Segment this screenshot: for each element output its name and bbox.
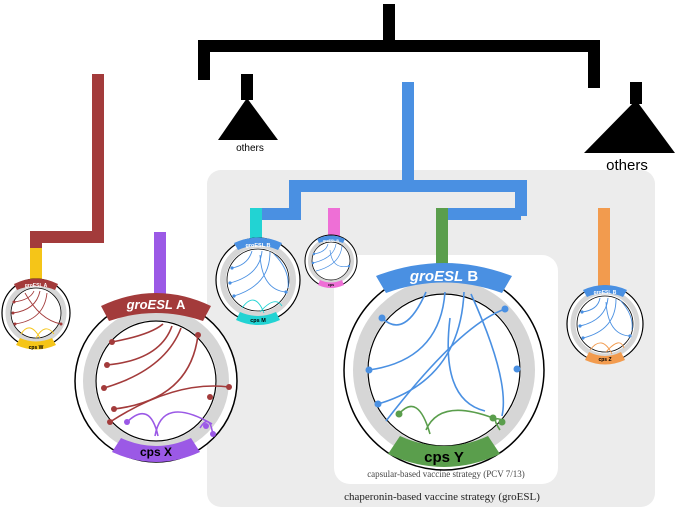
cps-m-label: cps M (250, 318, 266, 324)
cps-z-label: cps Z (598, 357, 611, 363)
groesl-b-small-mid-label: groESL B (323, 239, 339, 243)
circle-small-cps-z (566, 285, 644, 365)
circle-small-cps-m (215, 237, 301, 325)
groesl-a-small-label: groESL A (25, 283, 48, 289)
chaperonin-strategy-caption: chaperonin-based vaccine strategy (groES… (344, 491, 540, 503)
circle-groesl-a (74, 293, 238, 463)
others-label-large: others (606, 157, 648, 174)
cps-w-label: cps W (29, 345, 44, 351)
circle-small-cps-pink (304, 234, 358, 288)
cps-x-label: cps X (140, 445, 172, 459)
groesl-a-big-label: groESL A (126, 297, 186, 312)
capsular-strategy-caption: capsular-based vaccine strategy (PCV 7/1… (367, 469, 525, 479)
groesl-b-big-label: groESL B (409, 268, 479, 285)
circle-small-groesl-a (1, 278, 71, 350)
cps-mid-label: cps (328, 283, 334, 287)
others-triangle-small (218, 98, 278, 140)
top-tree (198, 4, 642, 104)
circle-groesl-b (343, 263, 545, 471)
others-triangle-large (584, 100, 675, 153)
groesl-b-small-right-label: groESL B (594, 290, 617, 296)
cps-y-label: cps Y (424, 449, 464, 466)
others-label-small: others (236, 143, 264, 154)
groesl-b-small-left-label: groESL B (246, 243, 271, 249)
